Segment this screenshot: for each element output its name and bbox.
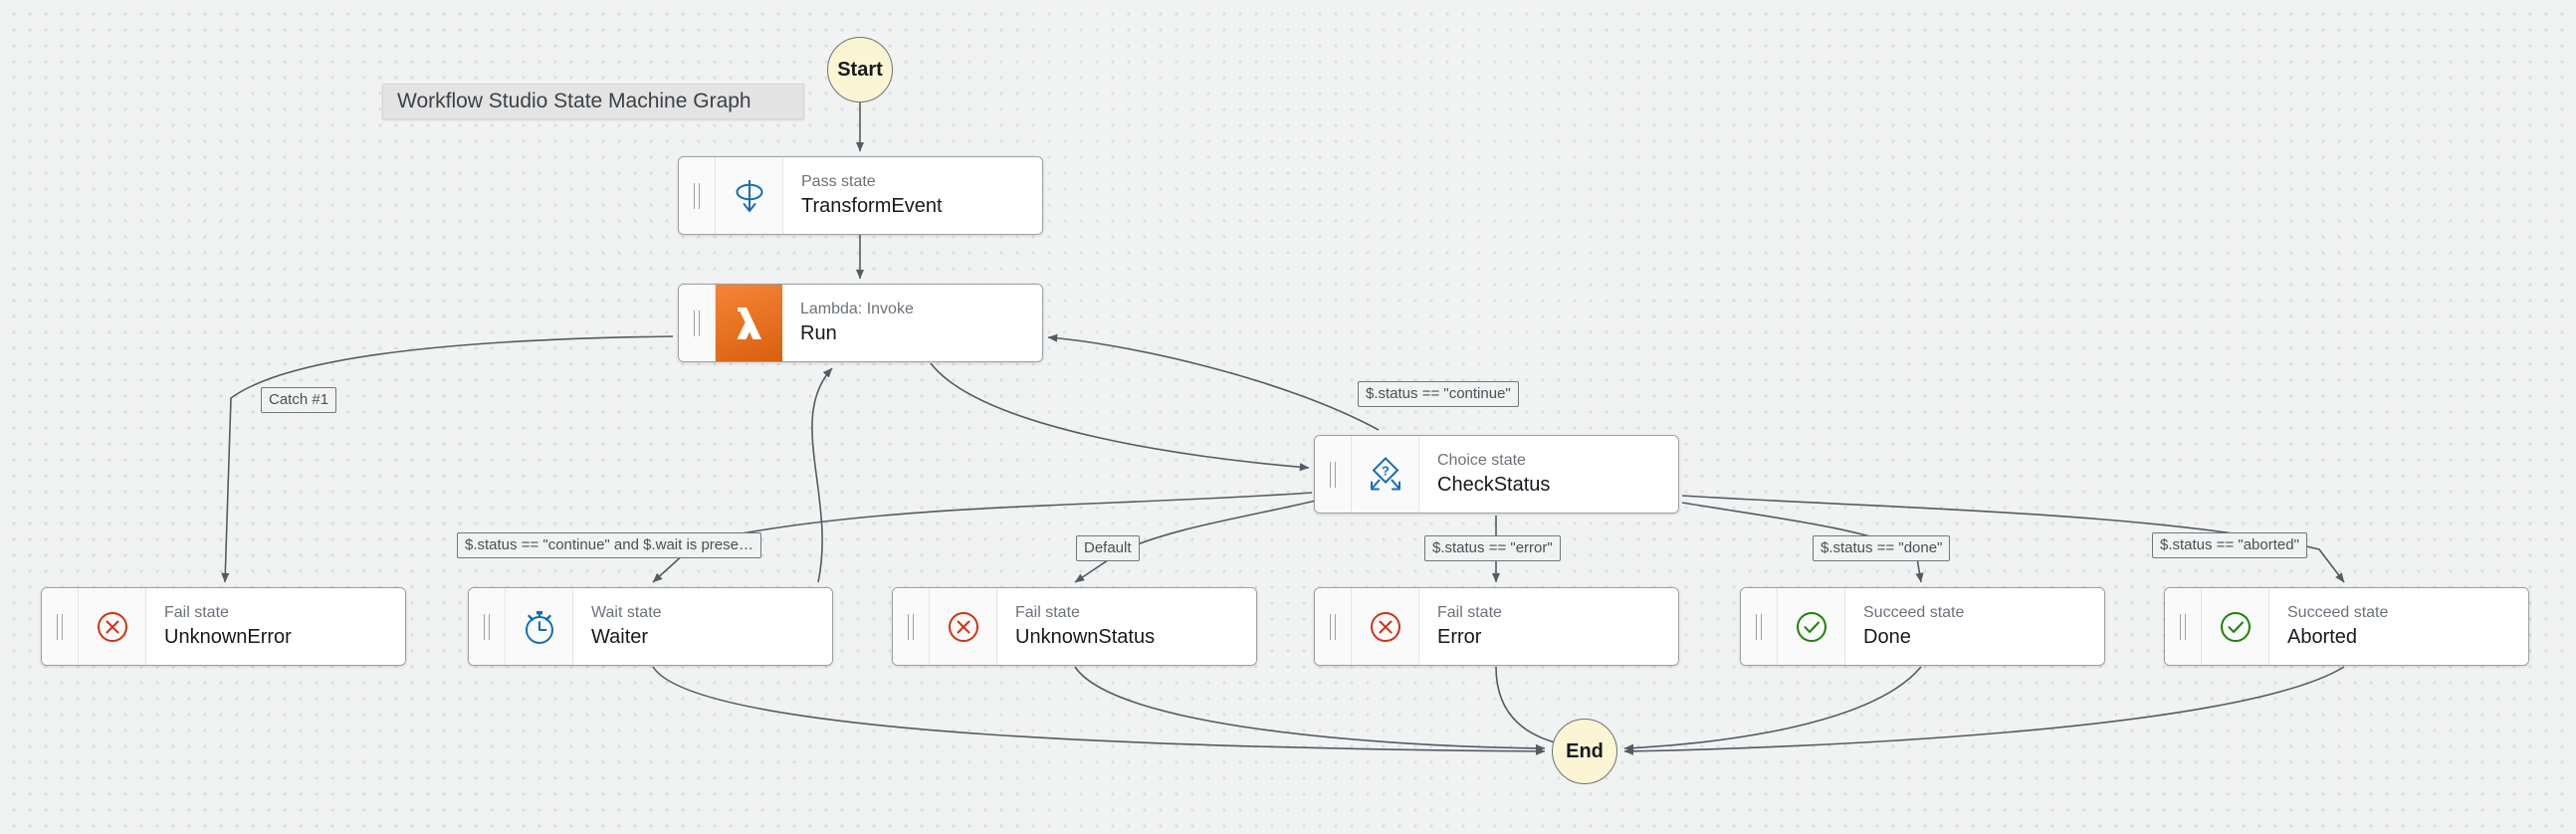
state-name-label: Error	[1437, 626, 1482, 649]
state-node-run[interactable]: Lambda: Invoke Run	[678, 284, 1043, 362]
edge-run-to-checkstatus	[930, 362, 1310, 472]
state-type-label: Fail state	[1015, 603, 1080, 621]
fail-state-icon	[930, 588, 997, 665]
edge-label-status-aborted[interactable]: $.status == "aborted"	[2152, 532, 2307, 559]
state-node-unknownstatus[interactable]: Fail state UnknownStatus	[892, 587, 1257, 666]
edge-checkstatus-to-run	[1047, 333, 1380, 431]
edge-waiter-to-run	[811, 367, 833, 583]
drag-handle[interactable]	[469, 588, 506, 665]
state-node-error[interactable]: Fail state Error	[1314, 587, 1679, 666]
state-type-label: Choice state	[1437, 451, 1526, 469]
state-node-unknownerror[interactable]: Fail state UnknownError	[41, 587, 406, 666]
state-name-label: Run	[800, 322, 837, 345]
lambda-icon	[716, 285, 782, 361]
edge-waiter-to-end	[652, 666, 1546, 756]
state-name-label: TransformEvent	[801, 195, 943, 218]
drag-handle[interactable]	[42, 588, 79, 665]
state-name-label: UnknownError	[164, 626, 292, 649]
state-node-done[interactable]: Succeed state Done	[1740, 587, 2105, 666]
edge-label-default[interactable]: Default	[1076, 535, 1140, 562]
edge-done-to-end	[1623, 666, 1922, 752]
state-type-label: Lambda: Invoke	[800, 300, 914, 317]
drag-handle[interactable]	[2165, 588, 2202, 665]
state-node-checkstatus[interactable]: ? Choice state CheckStatus	[1314, 435, 1679, 514]
edge-error-to-end	[1495, 666, 1564, 747]
start-node[interactable]: Start	[827, 37, 893, 103]
fail-state-icon	[79, 588, 146, 665]
graph-title-chip: Workflow Studio State Machine Graph	[382, 84, 804, 119]
edge-label-status-done[interactable]: $.status == "done"	[1813, 535, 1951, 562]
end-node[interactable]: End	[1552, 719, 1617, 784]
state-node-aborted[interactable]: Succeed state Aborted	[2164, 587, 2529, 666]
drag-handle[interactable]	[1741, 588, 1778, 665]
state-node-waiter[interactable]: Wait state Waiter	[468, 587, 833, 666]
state-type-label: Succeed state	[2287, 603, 2389, 621]
state-type-label: Wait state	[591, 603, 662, 621]
drag-handle[interactable]	[893, 588, 930, 665]
svg-text:?: ?	[1382, 463, 1390, 478]
edge-label-status-error[interactable]: $.status == "error"	[1424, 535, 1561, 562]
drag-handle[interactable]	[679, 285, 716, 361]
choice-state-icon: ?	[1352, 436, 1419, 513]
edge-aborted-to-end	[1623, 666, 2345, 755]
state-name-label: UnknownStatus	[1015, 626, 1156, 649]
fail-state-icon	[1352, 588, 1419, 665]
state-name-label: Aborted	[2287, 626, 2358, 649]
state-node-transformevent[interactable]: Pass state TransformEvent	[678, 156, 1043, 235]
state-name-label: Done	[1863, 626, 1911, 649]
edge-label-status-continue[interactable]: $.status == "continue"	[1358, 381, 1519, 408]
edge-label-continue-and-wait[interactable]: $.status == "continue" and $.wait is pre…	[457, 532, 761, 559]
state-type-label: Pass state	[801, 172, 876, 190]
drag-handle[interactable]	[1315, 588, 1352, 665]
edge-unknownstatus-to-end	[1074, 666, 1546, 752]
succeed-state-icon	[1778, 588, 1845, 665]
state-name-label: Waiter	[591, 626, 649, 649]
wait-state-icon	[506, 588, 573, 665]
state-type-label: Fail state	[1437, 603, 1502, 621]
drag-handle[interactable]	[1315, 436, 1352, 513]
state-type-label: Fail state	[164, 603, 229, 621]
drag-handle[interactable]	[679, 157, 716, 234]
state-type-label: Succeed state	[1863, 603, 1965, 621]
pass-state-icon	[716, 157, 783, 234]
edge-label-catch-1[interactable]: Catch #1	[261, 387, 337, 414]
state-name-label: CheckStatus	[1437, 474, 1551, 497]
succeed-state-icon	[2202, 588, 2269, 665]
